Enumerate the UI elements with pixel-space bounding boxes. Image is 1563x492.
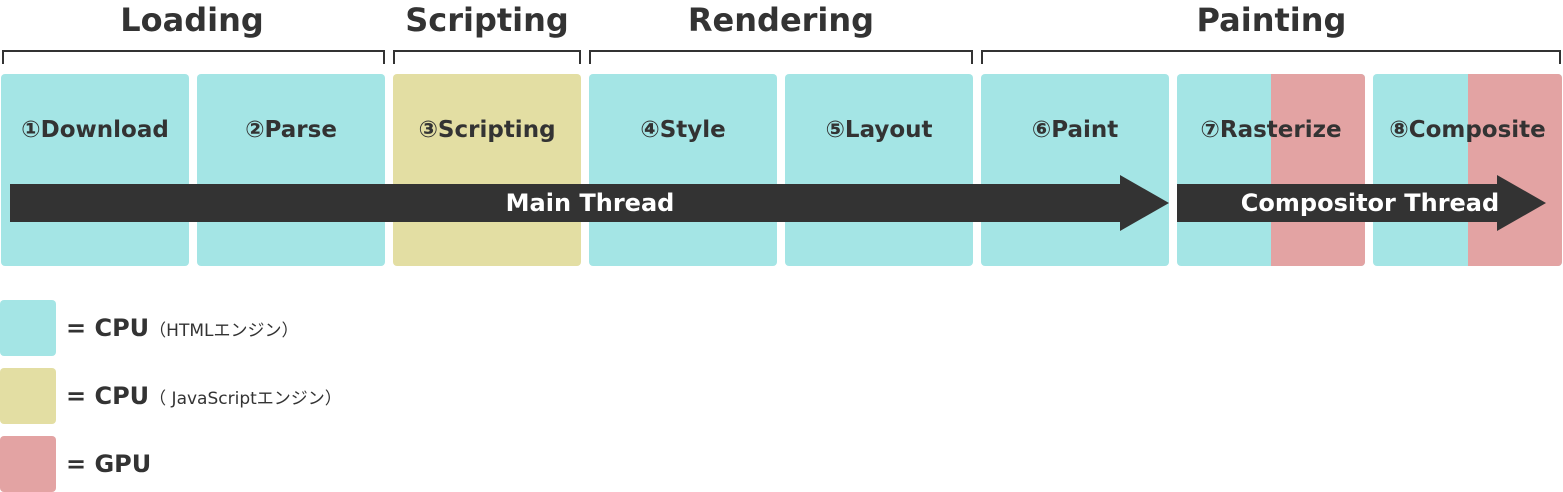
stage-box-paint [981, 74, 1169, 266]
stage-box-layout [785, 74, 973, 266]
stage-label-scripting: ③Scripting [418, 117, 556, 143]
legend-label: = CPU [66, 314, 150, 342]
main-thread-label: Main Thread [505, 189, 675, 217]
legend-item-cpu-js: = CPU（ JavaScriptエンジン） [66, 368, 342, 424]
stage-label-parse: ②Parse [245, 117, 337, 143]
phase-bracket-scripting [393, 50, 581, 64]
phase-title-loading: Loading [120, 1, 264, 39]
legend-item-gpu: = GPU [66, 436, 151, 492]
stage-box-parse [197, 74, 385, 266]
stage-box-rasterize [1177, 74, 1365, 266]
stage-label-layout: ⑤Layout [825, 117, 933, 143]
phase-title-rendering: Rendering [687, 1, 875, 39]
legend-swatch-cpu-js [0, 368, 56, 424]
legend-item-cpu-html: = CPU（HTMLエンジン） [66, 300, 298, 356]
phase-bracket-rendering [589, 50, 973, 64]
stage-label-style: ④Style [640, 117, 726, 143]
phase-title-painting: Painting [1196, 1, 1347, 39]
main-thread-arrow [10, 175, 1169, 231]
stage-label-download: ①Download [21, 117, 169, 143]
stage-label-rasterize: ⑦Rasterize [1200, 117, 1342, 143]
legend-note: （HTMLエンジン） [149, 321, 299, 341]
stage-box-download [1, 74, 189, 266]
legend-label: = GPU [66, 450, 152, 478]
stage-label-composite: ⑧Composite [1389, 117, 1546, 143]
phase-bracket-loading [2, 50, 385, 64]
stage-label-paint: ⑥Paint [1031, 117, 1119, 143]
stage-box-scripting [393, 74, 581, 266]
legend-swatch-cpu-html [0, 300, 56, 356]
phase-bracket-painting [981, 50, 1561, 64]
compositor-thread-arrow [1177, 175, 1546, 231]
stage-box-composite [1373, 74, 1562, 266]
compositor-thread-label: Compositor Thread [1240, 189, 1500, 217]
stage-box-style [589, 74, 777, 266]
phase-title-scripting: Scripting [405, 1, 569, 39]
gpu-region [1271, 74, 1365, 266]
legend-swatch-gpu [0, 436, 56, 492]
legend-label: = CPU [66, 382, 150, 410]
gpu-region [1468, 74, 1562, 266]
legend-note: （ JavaScriptエンジン） [149, 389, 342, 409]
